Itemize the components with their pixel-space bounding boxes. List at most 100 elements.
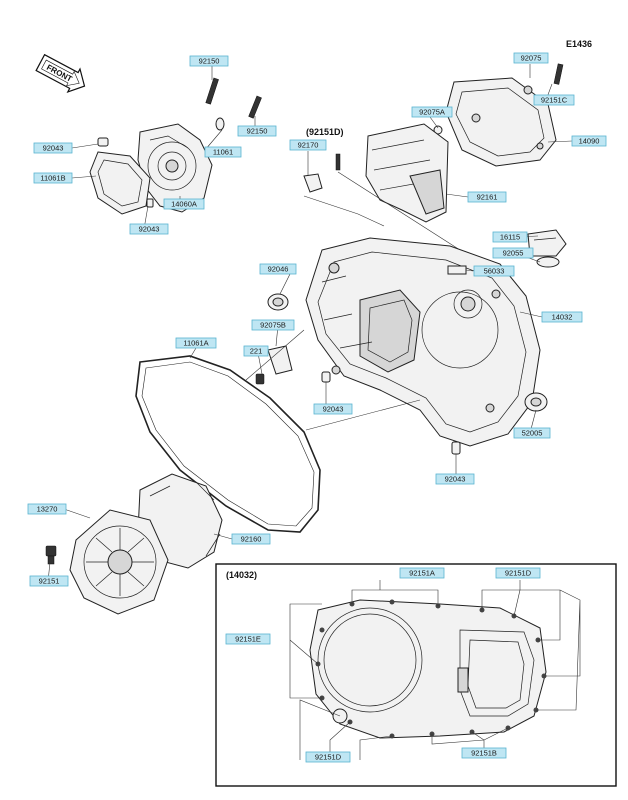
label-plate-56033 <box>447 265 467 275</box>
label-box <box>411 106 453 118</box>
label-text: 92160 <box>241 535 262 544</box>
part-label-l92075a: 92075A <box>411 106 453 118</box>
label-text: 11061 <box>213 148 233 157</box>
label-text: 92043 <box>139 225 160 234</box>
group-label-92151d: (92151D) <box>306 127 344 137</box>
part-label-l11061a: 11061A <box>175 337 217 349</box>
label-text: 92151A <box>409 569 435 578</box>
part-label-l92043c: 92043 <box>313 403 353 415</box>
label-box <box>33 172 73 184</box>
label-box <box>513 427 551 439</box>
label-box <box>541 311 583 323</box>
inset-title: (14032) <box>226 570 257 580</box>
label-box <box>33 142 73 154</box>
label-text: 92043 <box>43 144 64 153</box>
clamp-92170 <box>303 153 341 193</box>
label-box <box>313 403 353 415</box>
label-box <box>492 231 528 243</box>
label-text: 14032 <box>552 313 573 322</box>
part-label-l11061: 11061 <box>204 146 242 158</box>
label-box <box>175 337 217 349</box>
label-text: 92161 <box>477 193 498 202</box>
part-label-l221: 221 <box>243 345 269 357</box>
label-box <box>163 198 205 210</box>
bracket-92075b <box>255 345 293 385</box>
front-arrow-icon: FRONT <box>35 53 86 94</box>
label-text: 52005 <box>522 429 543 438</box>
label-box <box>243 345 269 357</box>
label-text: 92075B <box>260 321 286 330</box>
part-label-l14090: 14090 <box>571 135 607 147</box>
label-text: 56033 <box>484 267 505 276</box>
part-label-l92075b: 92075B <box>251 319 295 331</box>
label-box <box>305 751 351 763</box>
label-box <box>225 633 271 645</box>
part-label-l14060a: 14060A <box>163 198 205 210</box>
label-text: 92151B <box>471 749 497 758</box>
dowel-92043-a <box>321 371 331 383</box>
label-box <box>461 747 507 759</box>
part-label-l92046: 92046 <box>259 263 297 275</box>
part-label-l92161: 92161 <box>467 191 507 203</box>
part-label-l14032: 14032 <box>541 311 583 323</box>
label-text: 92043 <box>323 405 344 414</box>
part-label-i92151d_top: 92151D <box>495 567 541 579</box>
part-label-l16115: 16115 <box>492 231 528 243</box>
part-label-l52005: 52005 <box>513 427 551 439</box>
label-box <box>467 191 507 203</box>
label-box <box>492 247 534 259</box>
part-label-l92075: 92075 <box>513 52 549 64</box>
label-box <box>473 265 515 277</box>
label-box <box>251 319 295 331</box>
label-box <box>231 533 271 545</box>
filler-cap-16115 <box>527 229 567 268</box>
label-text: 92075A <box>419 108 445 117</box>
label-text: 16115 <box>500 233 520 242</box>
clutch-cover-14032 <box>305 237 541 447</box>
label-text: 92151D <box>505 569 532 578</box>
gasket-11061a <box>135 355 321 533</box>
label-box <box>513 52 549 64</box>
part-label-i92151b: 92151B <box>461 747 507 759</box>
label-text: 14090 <box>579 137 600 146</box>
label-box <box>204 146 242 158</box>
label-text: 92151E <box>235 635 261 644</box>
part-label-l13270: 13270 <box>27 503 67 515</box>
diagram-id: E1436 <box>566 39 592 49</box>
label-box <box>571 135 607 147</box>
label-text: 92055 <box>503 249 524 258</box>
label-box <box>399 567 445 579</box>
label-box <box>237 125 277 137</box>
label-text: 92150 <box>247 127 268 136</box>
label-text: 92046 <box>268 265 289 274</box>
label-text: 221 <box>250 347 263 356</box>
label-text: 14060A <box>171 200 197 209</box>
label-box <box>259 263 297 275</box>
dowel-92043-b <box>451 441 461 455</box>
label-text: 11061B <box>40 174 65 183</box>
label-box <box>129 223 169 235</box>
label-box <box>495 567 541 579</box>
part-label-l92043a: 92043 <box>33 142 73 154</box>
label-text: 92151C <box>541 96 568 105</box>
inspection-cover-13270 <box>69 509 169 615</box>
label-box <box>29 575 69 587</box>
seal-52005 <box>524 392 548 412</box>
part-label-l92043b: 92043 <box>129 223 169 235</box>
label-box <box>27 503 67 515</box>
label-text: 92043 <box>445 475 466 484</box>
label-text: 11061A <box>183 339 208 348</box>
part-label-l11061b: 11061B <box>33 172 73 184</box>
label-text: 13270 <box>37 505 58 514</box>
part-label-l92151: 92151 <box>29 575 69 587</box>
part-label-l92150a: 92150 <box>189 55 229 67</box>
label-box <box>435 473 475 485</box>
small-cover-assembly <box>89 77 262 215</box>
bearing-92046 <box>267 293 289 311</box>
part-label-l92151c: 92151C <box>533 94 575 106</box>
part-label-l92170: 92170 <box>289 139 327 151</box>
label-box <box>189 55 229 67</box>
outer-cover-14090 <box>433 63 564 167</box>
part-label-l56033: 56033 <box>473 265 515 277</box>
part-label-i92151d_bot: 92151D <box>305 751 351 763</box>
